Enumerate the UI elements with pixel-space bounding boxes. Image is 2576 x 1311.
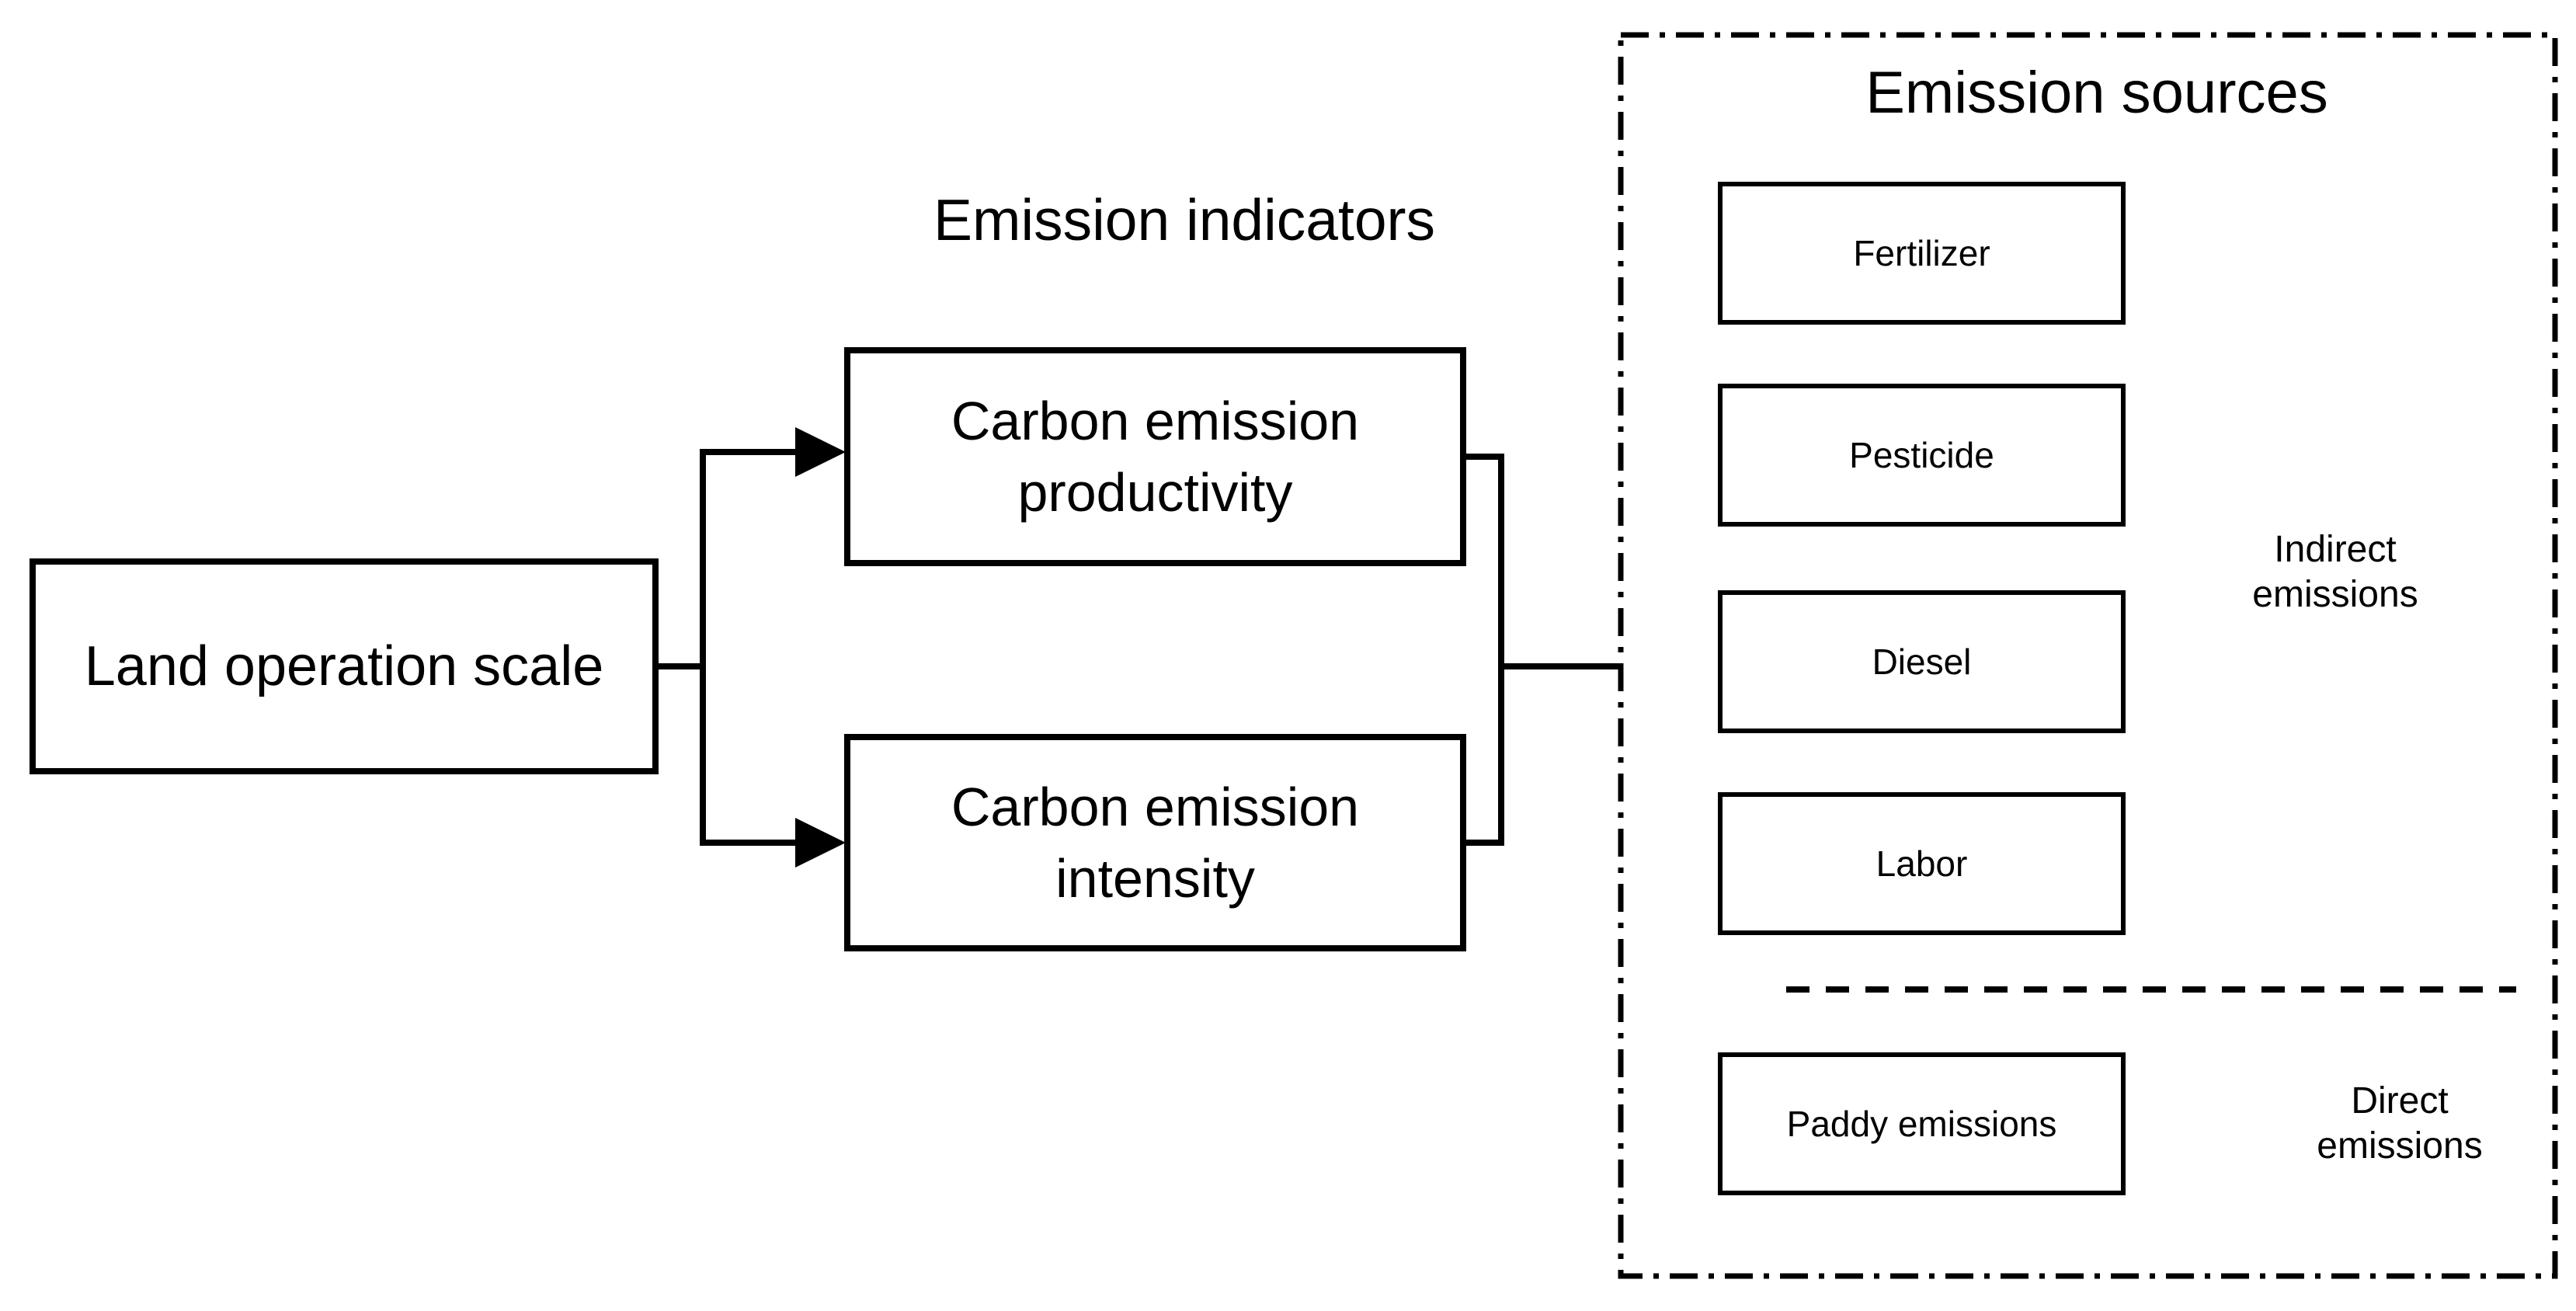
land-operation-scale-box: Land operation scale bbox=[30, 558, 659, 774]
direct-emissions-label: Direct emissions bbox=[2317, 1080, 2483, 1167]
carbon-emission-productivity-box: Carbon emission productivity bbox=[844, 347, 1466, 566]
carbon-emission-productivity-label: Carbon emission productivity bbox=[951, 391, 1360, 523]
arrowhead-to-intensity-icon bbox=[795, 818, 846, 868]
carbon-emission-intensity-label: Carbon emission intensity bbox=[951, 777, 1360, 909]
carbon-emission-intensity-box: Carbon emission intensity bbox=[844, 734, 1466, 951]
paddy-emissions-box: Paddy emissions bbox=[1718, 1052, 2126, 1195]
diesel-box: Diesel bbox=[1718, 590, 2126, 733]
arrowhead-to-productivity-icon bbox=[795, 427, 846, 477]
labor-box: Labor bbox=[1718, 792, 2126, 935]
paddy-emissions-label: Paddy emissions bbox=[1786, 1104, 2057, 1144]
right-junction-connector bbox=[1463, 454, 1504, 846]
land-operation-scale-label: Land operation scale bbox=[84, 635, 604, 697]
fertilizer-box: Fertilizer bbox=[1718, 182, 2126, 325]
left-branch-connector bbox=[655, 449, 706, 846]
indirect-emissions-label: Indirect emissions bbox=[2252, 529, 2418, 615]
fertilizer-label: Fertilizer bbox=[1853, 233, 1990, 273]
emission-indicators-title: Emission indicators bbox=[933, 187, 1436, 252]
emission-sources-title: Emission sources bbox=[1865, 60, 2328, 126]
pesticide-label: Pesticide bbox=[1849, 435, 1994, 475]
labor-label: Labor bbox=[1876, 843, 1968, 884]
pesticide-box: Pesticide bbox=[1718, 384, 2126, 527]
diesel-label: Diesel bbox=[1872, 642, 1972, 682]
